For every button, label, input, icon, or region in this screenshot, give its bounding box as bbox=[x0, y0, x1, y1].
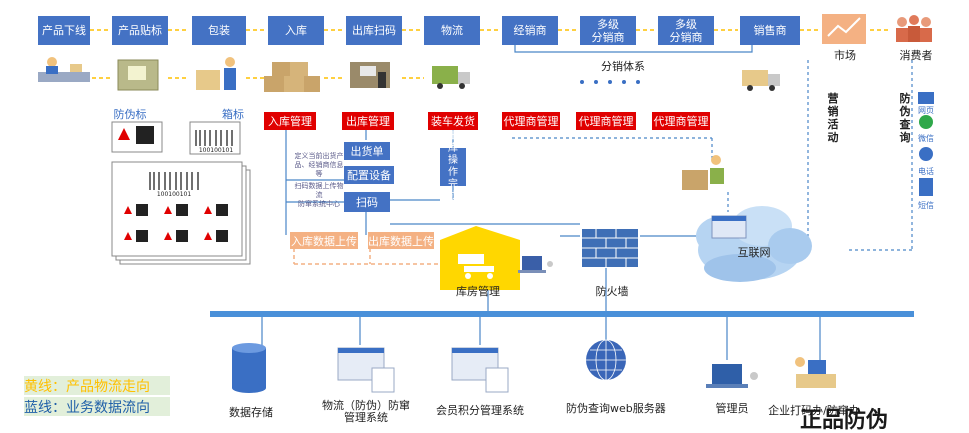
step-warehousing: 入库 bbox=[268, 16, 324, 45]
box-barcode-number: 100100101 bbox=[198, 147, 234, 154]
step-product-offline: 产品下线 bbox=[38, 16, 90, 45]
product-flow-lines bbox=[90, 29, 890, 257]
data-storage-label: 数据存储 bbox=[229, 406, 273, 419]
step-multi-distributor-1: 多级 分销商 bbox=[580, 16, 636, 45]
warehouse-management-label: 库房管理 bbox=[456, 285, 500, 298]
internet-label: 互联网 bbox=[737, 246, 771, 259]
channel-phone-label: 电话 bbox=[918, 167, 934, 176]
note-define-shipment: 定义当前出货产 品、经销商信息等 bbox=[294, 152, 344, 178]
outbound-shipping-order: 出货单 bbox=[344, 142, 390, 160]
consumer-label: 消费者 bbox=[899, 49, 933, 62]
label-sheet-icon bbox=[111, 161, 251, 265]
step-product-labeling: 产品贴标 bbox=[112, 16, 168, 45]
step-seller: 销售商 bbox=[740, 16, 800, 45]
inbound-management: 入库管理 bbox=[264, 112, 316, 130]
agent-management-3: 代理商管理 bbox=[652, 112, 710, 130]
market-icon bbox=[822, 14, 866, 44]
channel-icons bbox=[918, 92, 934, 196]
firewall-icon bbox=[582, 229, 638, 267]
anti-fake-query-label: 防 伪 查 询 bbox=[899, 92, 911, 144]
scanner-icon bbox=[350, 62, 390, 88]
operator-desk-icon bbox=[795, 357, 836, 388]
laptop-icon bbox=[706, 364, 758, 388]
warehouse-icon bbox=[440, 226, 520, 290]
agent-management-2: 代理商管理 bbox=[576, 112, 636, 130]
channel-sms-label: 短信 bbox=[918, 201, 934, 210]
globe-icon bbox=[586, 339, 626, 381]
data-flow-lines bbox=[261, 45, 821, 360]
channel-wechat-label: 微信 bbox=[918, 134, 934, 143]
step-packaging: 包装 bbox=[192, 16, 246, 45]
anti-fake-label-icon bbox=[111, 121, 163, 153]
loading-shipping: 装车发货 bbox=[428, 112, 478, 130]
step-dealer: 经销商 bbox=[502, 16, 558, 45]
distribution-dots bbox=[580, 80, 640, 84]
legend-blue-line: 蓝线：业务数据流向 bbox=[24, 397, 170, 416]
sheet-barcode-number: 100100101 bbox=[156, 191, 192, 198]
database-icon bbox=[232, 343, 266, 393]
channel-web-label: 网页 bbox=[918, 106, 934, 115]
distribution-system-label: 分销体系 bbox=[601, 60, 645, 73]
agent-management-1: 代理商管理 bbox=[502, 112, 560, 130]
step-multi-distributor-2: 多级 分销商 bbox=[658, 16, 714, 45]
outbound-configure-device: 配置设备 bbox=[344, 166, 394, 184]
box-label-caption: 箱标 bbox=[222, 108, 244, 121]
system-windows bbox=[337, 347, 509, 393]
market-label: 市场 bbox=[834, 49, 856, 62]
step-outbound-scan: 出库扫码 bbox=[346, 16, 402, 45]
packing-worker-icon bbox=[196, 57, 236, 90]
labeling-machine-icon bbox=[117, 59, 159, 91]
network-bus bbox=[210, 311, 914, 317]
box-barcode-icon bbox=[189, 121, 241, 155]
delivery-truck-icon bbox=[432, 66, 470, 89]
internet-cloud-icon bbox=[696, 206, 812, 282]
production-line-icon bbox=[38, 57, 90, 82]
consumer-icon bbox=[896, 15, 932, 42]
server-icon bbox=[711, 215, 747, 239]
boxes-icon bbox=[264, 62, 320, 92]
administrator-label: 管理员 bbox=[715, 402, 749, 415]
outbound-scan: 扫码 bbox=[344, 192, 390, 212]
legend-yellow-line: 黄线：产品物流走向 bbox=[24, 376, 170, 395]
note-scan-upload: 扫码数据上传物流 防窜系统中心 bbox=[294, 182, 344, 208]
outbound-data-upload: 出库数据上传 bbox=[368, 232, 434, 249]
firewall-label: 防火墙 bbox=[595, 285, 629, 298]
upload-lines bbox=[293, 248, 440, 265]
seller-truck-icon bbox=[742, 70, 780, 91]
agent-office-icon bbox=[682, 155, 724, 190]
coding-office-label: 企业打码办/防窜办 bbox=[768, 404, 860, 417]
outbound-management: 出库管理 bbox=[342, 112, 394, 130]
anti-fake-web-server-label: 防伪查询web服务器 bbox=[566, 402, 666, 415]
anti-fake-label-caption: 防伪标 bbox=[113, 108, 147, 121]
outbound-operation-done: 出 库 操 作 完 成 bbox=[440, 131, 466, 202]
member-points-system-label: 会员积分管理系统 bbox=[436, 404, 524, 417]
step-logistics: 物流 bbox=[424, 16, 480, 45]
logistics-anti-channel-system-label: 物流（防伪）防窜 管理系统 bbox=[322, 399, 410, 424]
pc-icon bbox=[518, 256, 553, 273]
inbound-data-upload: 入库数据上传 bbox=[290, 232, 358, 249]
marketing-activity-label: 营 销 活 动 bbox=[827, 92, 839, 144]
brand-logo-text: 正品防伪 bbox=[800, 407, 889, 433]
